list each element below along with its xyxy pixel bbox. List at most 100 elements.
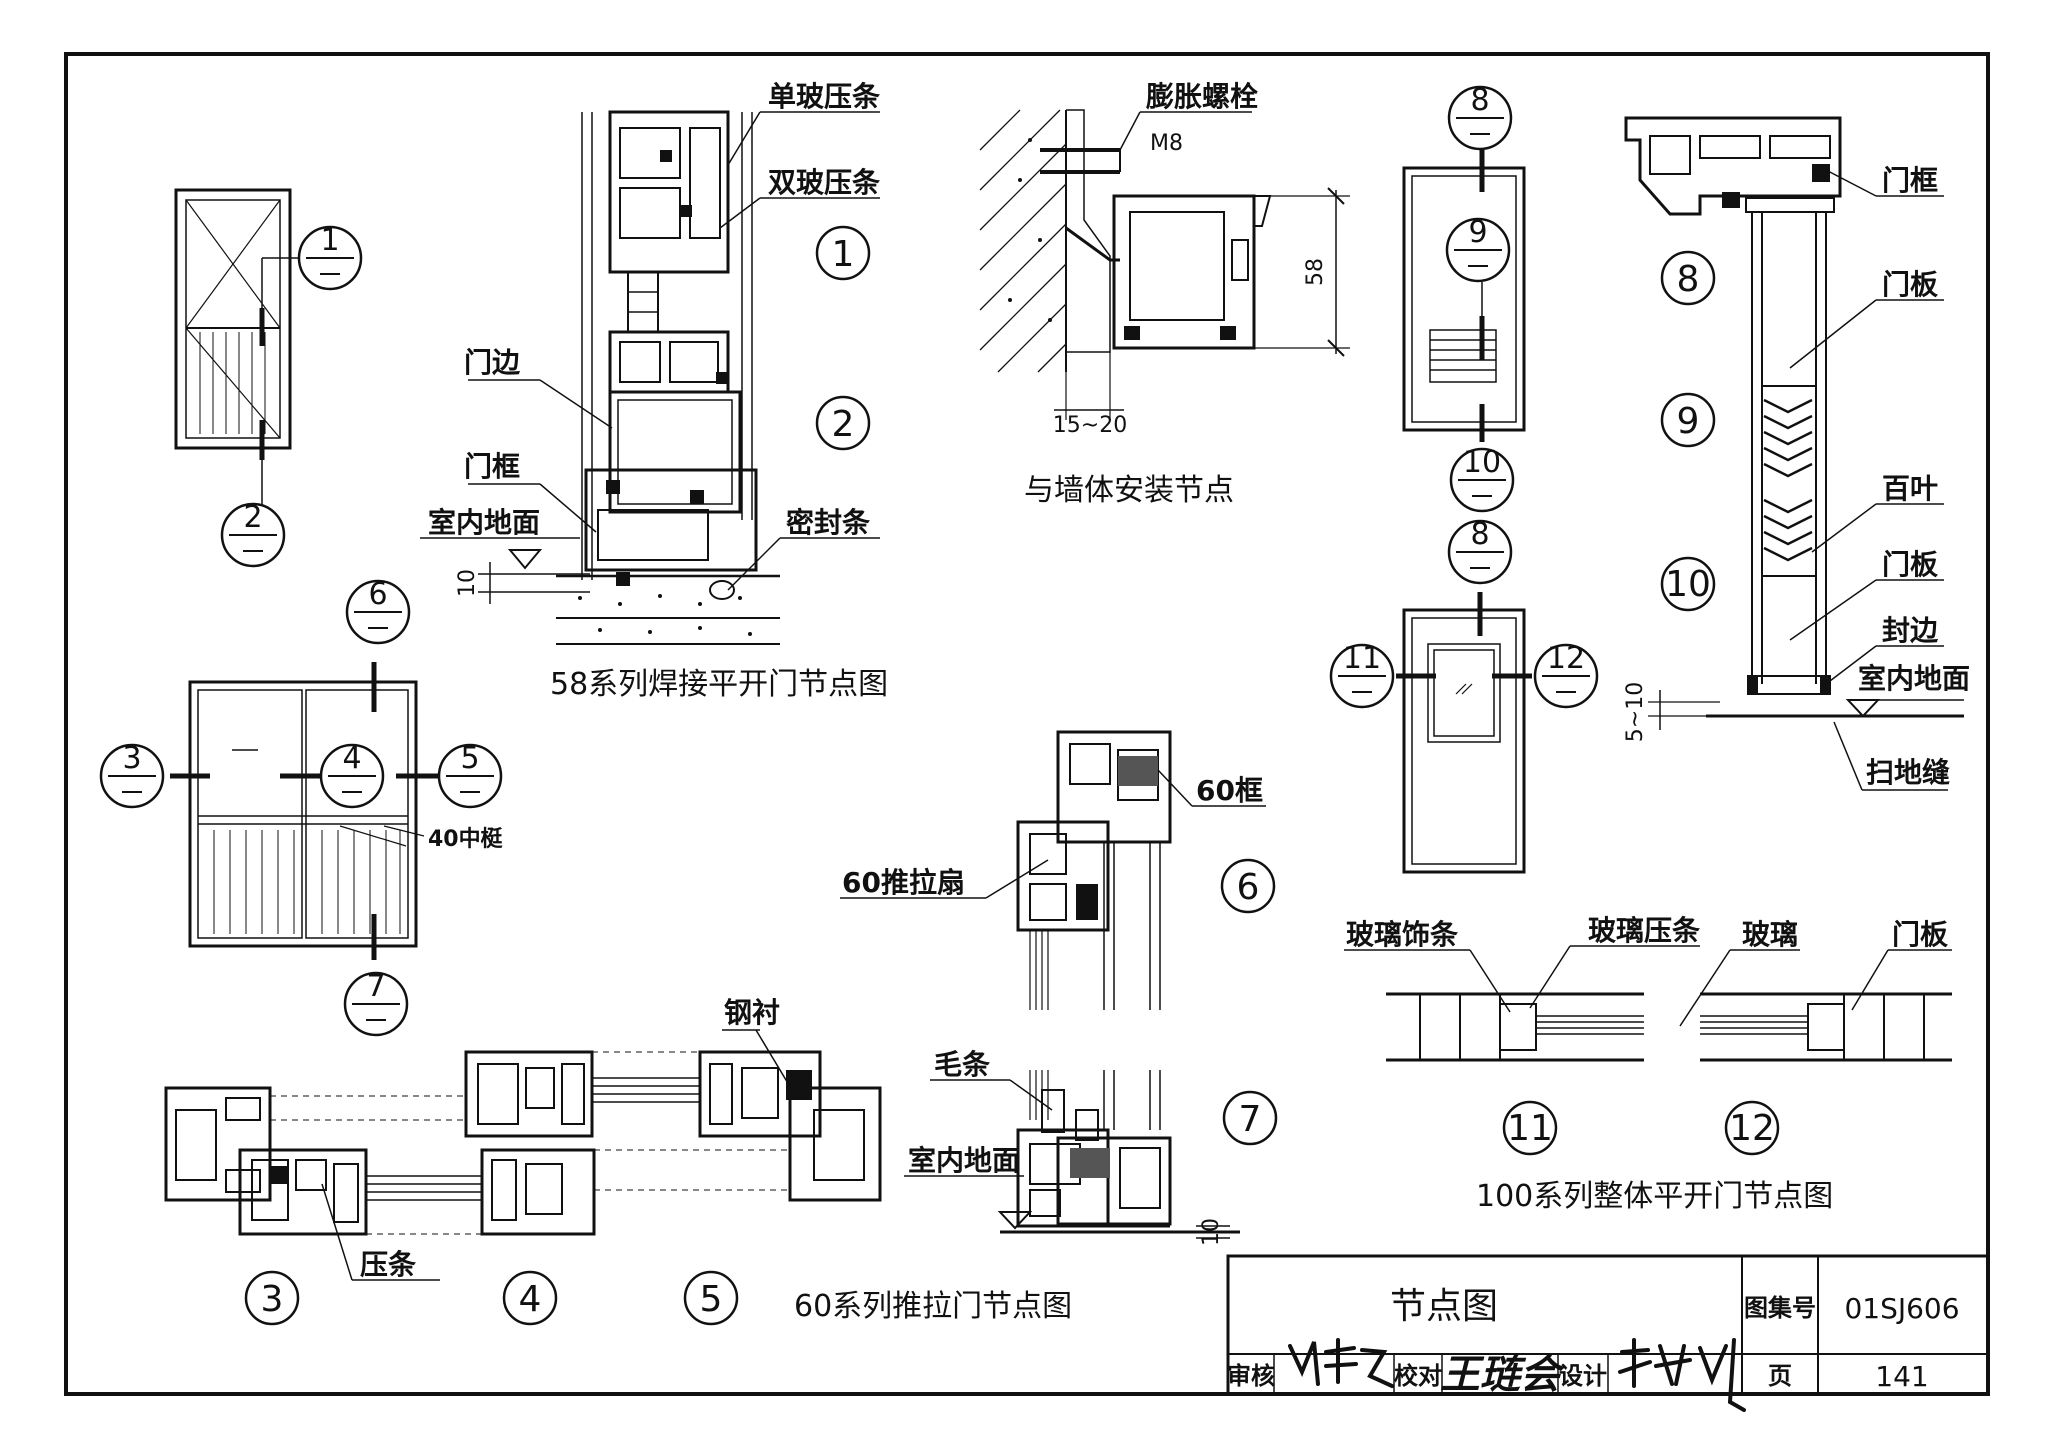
detail-number: 10 (1665, 564, 1711, 605)
detail-number: 8 (1677, 259, 1700, 300)
label-sash-60: 60推拉扇 (842, 866, 965, 899)
elevation-100-glass-door (1396, 592, 1532, 874)
callouts-100-horizontal: 玻璃饰条 玻璃压条 玻璃 门板 (1344, 914, 1952, 1027)
checker-signature: 王琏会 (1440, 1351, 1565, 1398)
ref-number: 7 (366, 969, 385, 1004)
ref-number: 5 (460, 741, 479, 776)
design-label: 设计 (1559, 1362, 1607, 1390)
sheet-border (64, 52, 1990, 1396)
label-glass-trim: 玻璃饰条 (1346, 918, 1458, 951)
atlas-number: 01SJ606 (1844, 1292, 1959, 1325)
review-label: 审核 (1227, 1362, 1275, 1390)
label-door-frame: 门框 (464, 450, 520, 483)
detail-number-4: 4 (502, 1270, 558, 1326)
caption-100-series: 100系列整体平开门节点图 (1476, 1179, 1833, 1214)
elevation-100-louver-door (1402, 148, 1526, 442)
detail-number: 2 (832, 404, 855, 445)
label-indoor-floor: 室内地面 (428, 506, 540, 539)
section-ref-bubble: 8 (1447, 83, 1513, 151)
section-ref-bubble: 1 (297, 223, 363, 291)
ref-number: 2 (243, 500, 262, 535)
section-ref-bubble: 4 (319, 741, 385, 809)
label-mid-rail: 40中梃 (428, 827, 503, 852)
gap-dimension: 10 (455, 569, 480, 597)
ref-number: 6 (368, 577, 387, 612)
detail-number: 5 (700, 1279, 723, 1320)
label-sweep-gap: 扫地缝 (1866, 756, 1950, 789)
callouts-58: 单玻压条 双玻压条 门边 门框 室内地面 密封条 (420, 80, 880, 591)
label-glass-bead: 玻璃压条 (1588, 914, 1700, 947)
detail-number-11: 11 (1502, 1100, 1558, 1156)
detail-number-9: 9 (1660, 392, 1716, 448)
detail-number-7: 7 (1222, 1090, 1278, 1146)
callouts-60-vertical: 60框 60推拉扇 毛条 室内地面 (840, 769, 1266, 1177)
section-58-profile: 10 (455, 110, 780, 645)
title-block: 节点图 图集号 01SJ606 页 141 审核 校对 王琏会 设计 (1226, 1254, 1990, 1412)
ref-number: 8 (1470, 83, 1489, 118)
callouts-100-vertical: 门框 门板 百叶 门板 封边 室内地面 扫地缝 (1789, 164, 1970, 791)
detail-number-3: 3 (244, 1270, 300, 1326)
section-ref-bubble: 2 (220, 500, 286, 568)
section-ref-bubble: 9 (1445, 215, 1511, 283)
ref-number: 1 (320, 223, 339, 258)
ref-number: 10 (1463, 445, 1501, 480)
detail-number-12: 12 (1724, 1100, 1780, 1156)
label-bolt-size: M8 (1150, 131, 1183, 156)
ref-number: 11 (1343, 641, 1381, 676)
page-label: 页 (1768, 1362, 1792, 1390)
elevation-58-door (174, 188, 305, 505)
detail-number: 11 (1507, 1108, 1553, 1149)
detail-number-6: 6 (1220, 858, 1276, 914)
gap-dimension: 5~10 (1623, 682, 1648, 742)
section-ref-bubble: 7 (343, 969, 409, 1037)
label-bead: 压条 (360, 1248, 416, 1281)
label-single-bead: 单玻压条 (768, 80, 880, 113)
designer-signature (1618, 1338, 1746, 1412)
detail-number-5: 5 (683, 1270, 739, 1326)
detail-number: 4 (519, 1279, 542, 1320)
label-glass: 玻璃 (1742, 918, 1798, 951)
detail-number-1: 1 (815, 225, 871, 281)
section-100-horizontal (1386, 992, 1952, 1062)
section-ref-bubble: 11 (1329, 641, 1395, 709)
label-door-edge: 门边 (464, 346, 521, 379)
label-frame-60: 60框 (1196, 774, 1263, 807)
page-number: 141 (1875, 1360, 1928, 1393)
section-60-vertical: 10 (997, 730, 1240, 1246)
label-steel-liner: 钢衬 (724, 996, 780, 1029)
dimension-58: 58 (1303, 258, 1328, 286)
label-door-panel-3: 门板 (1892, 918, 1948, 951)
label-double-bead: 双玻压条 (768, 166, 880, 199)
caption-wall-install: 与墙体安装节点 (1024, 473, 1234, 508)
section-ref-bubble: 3 (99, 741, 165, 809)
detail-number: 7 (1239, 1099, 1262, 1140)
label-seal-strip: 密封条 (786, 506, 870, 539)
section-ref-bubble: 12 (1533, 641, 1599, 709)
ref-number: 4 (342, 741, 361, 776)
section-ref-bubble: 5 (437, 741, 503, 809)
detail-number-8: 8 (1660, 250, 1716, 306)
ref-number: 9 (1468, 215, 1487, 250)
gap-dimension: 10 (1199, 1218, 1224, 1246)
detail-number-2: 2 (815, 395, 871, 451)
label-door-frame: 门框 (1882, 164, 1938, 197)
section-ref-bubble: 10 (1449, 445, 1515, 513)
label-door-panel: 门板 (1882, 268, 1938, 301)
detail-number-10: 10 (1660, 556, 1716, 612)
wall-install-detail: 膨胀螺栓 M8 58 15~20 (979, 80, 1350, 438)
section-100-vertical: 5~10 (1623, 116, 1964, 742)
label-indoor-floor: 室内地面 (908, 1144, 1020, 1177)
drawing-title: 节点图 (1390, 1286, 1498, 1327)
elevation-60-door (170, 662, 440, 960)
section-ref-bubble: 6 (345, 577, 411, 645)
ref-number: 8 (1470, 517, 1489, 552)
detail-number: 9 (1677, 401, 1700, 442)
atlas-label: 图集号 (1744, 1294, 1816, 1322)
detail-number: 1 (832, 234, 855, 275)
section-60-plan (164, 1050, 882, 1236)
section-ref-bubble: 8 (1447, 517, 1513, 585)
dimension-gap: 15~20 (1053, 413, 1127, 438)
ref-number: 3 (122, 741, 141, 776)
detail-number: 6 (1237, 867, 1260, 908)
